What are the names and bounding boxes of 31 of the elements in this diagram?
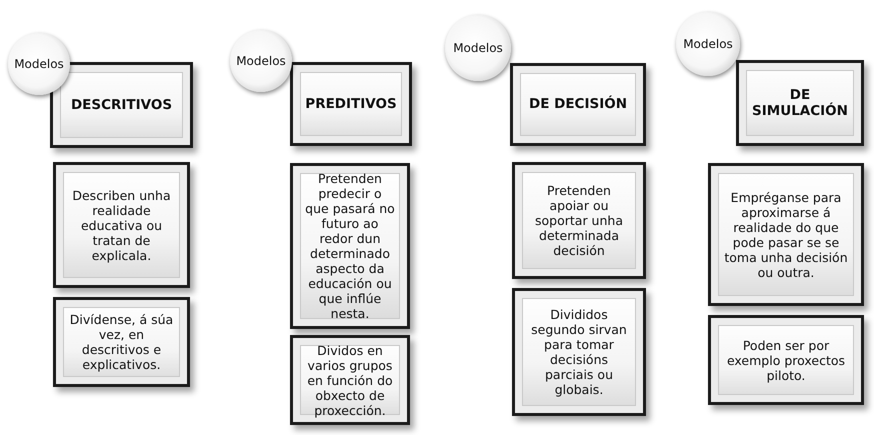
box-title: PREDITIVOS [305, 96, 397, 112]
box-text: Pretenden predecir o que pasará no futuro ao redor dun determinado aspecto da educación ou que inflúe nesta. [305, 171, 395, 321]
box-text: Divídense, á súa vez, en descritivos e explicativos. [68, 312, 174, 372]
box-text: Divididos segundo sirvan para tomar decisións parciais ou globais. [530, 307, 628, 397]
box-text: Describen unha realidade educativa ou tratan de explicala. [71, 188, 172, 262]
label-circle [676, 12, 740, 76]
box-title: DE DECISIÓN [528, 96, 627, 113]
label-circle [445, 15, 511, 81]
box-text: Poden ser por exemplo proxectos piloto. [726, 338, 846, 382]
text-box [708, 315, 864, 405]
label-circle [8, 33, 70, 95]
box-text: Dividos en varios grupos en función do obxecto de proxección. [306, 342, 394, 418]
box-text: Empréganse para aproximarse á realidade do que pode pasar se se toma unha decisión ou outra. [723, 190, 849, 280]
box-title: DESCRITIVOS [70, 96, 172, 114]
circle-label: Modelos [14, 56, 64, 72]
text-box [290, 163, 410, 329]
title-box [736, 60, 864, 146]
text-box [53, 297, 190, 387]
label-circle [230, 30, 292, 92]
text-box [290, 335, 410, 425]
circle-label: Modelos [453, 40, 503, 56]
circle-label: Modelos [683, 36, 733, 52]
circle-label: Modelos [236, 54, 286, 68]
title-box [290, 62, 412, 146]
box-title: DE SIMULACIÓN [751, 86, 849, 120]
box-text: Pretenden apoiar ou soportar unha determinada decisión [534, 183, 624, 258]
title-box [510, 63, 646, 146]
text-box [53, 162, 190, 288]
text-box [708, 163, 864, 306]
text-box [512, 288, 646, 416]
text-box [512, 162, 646, 279]
